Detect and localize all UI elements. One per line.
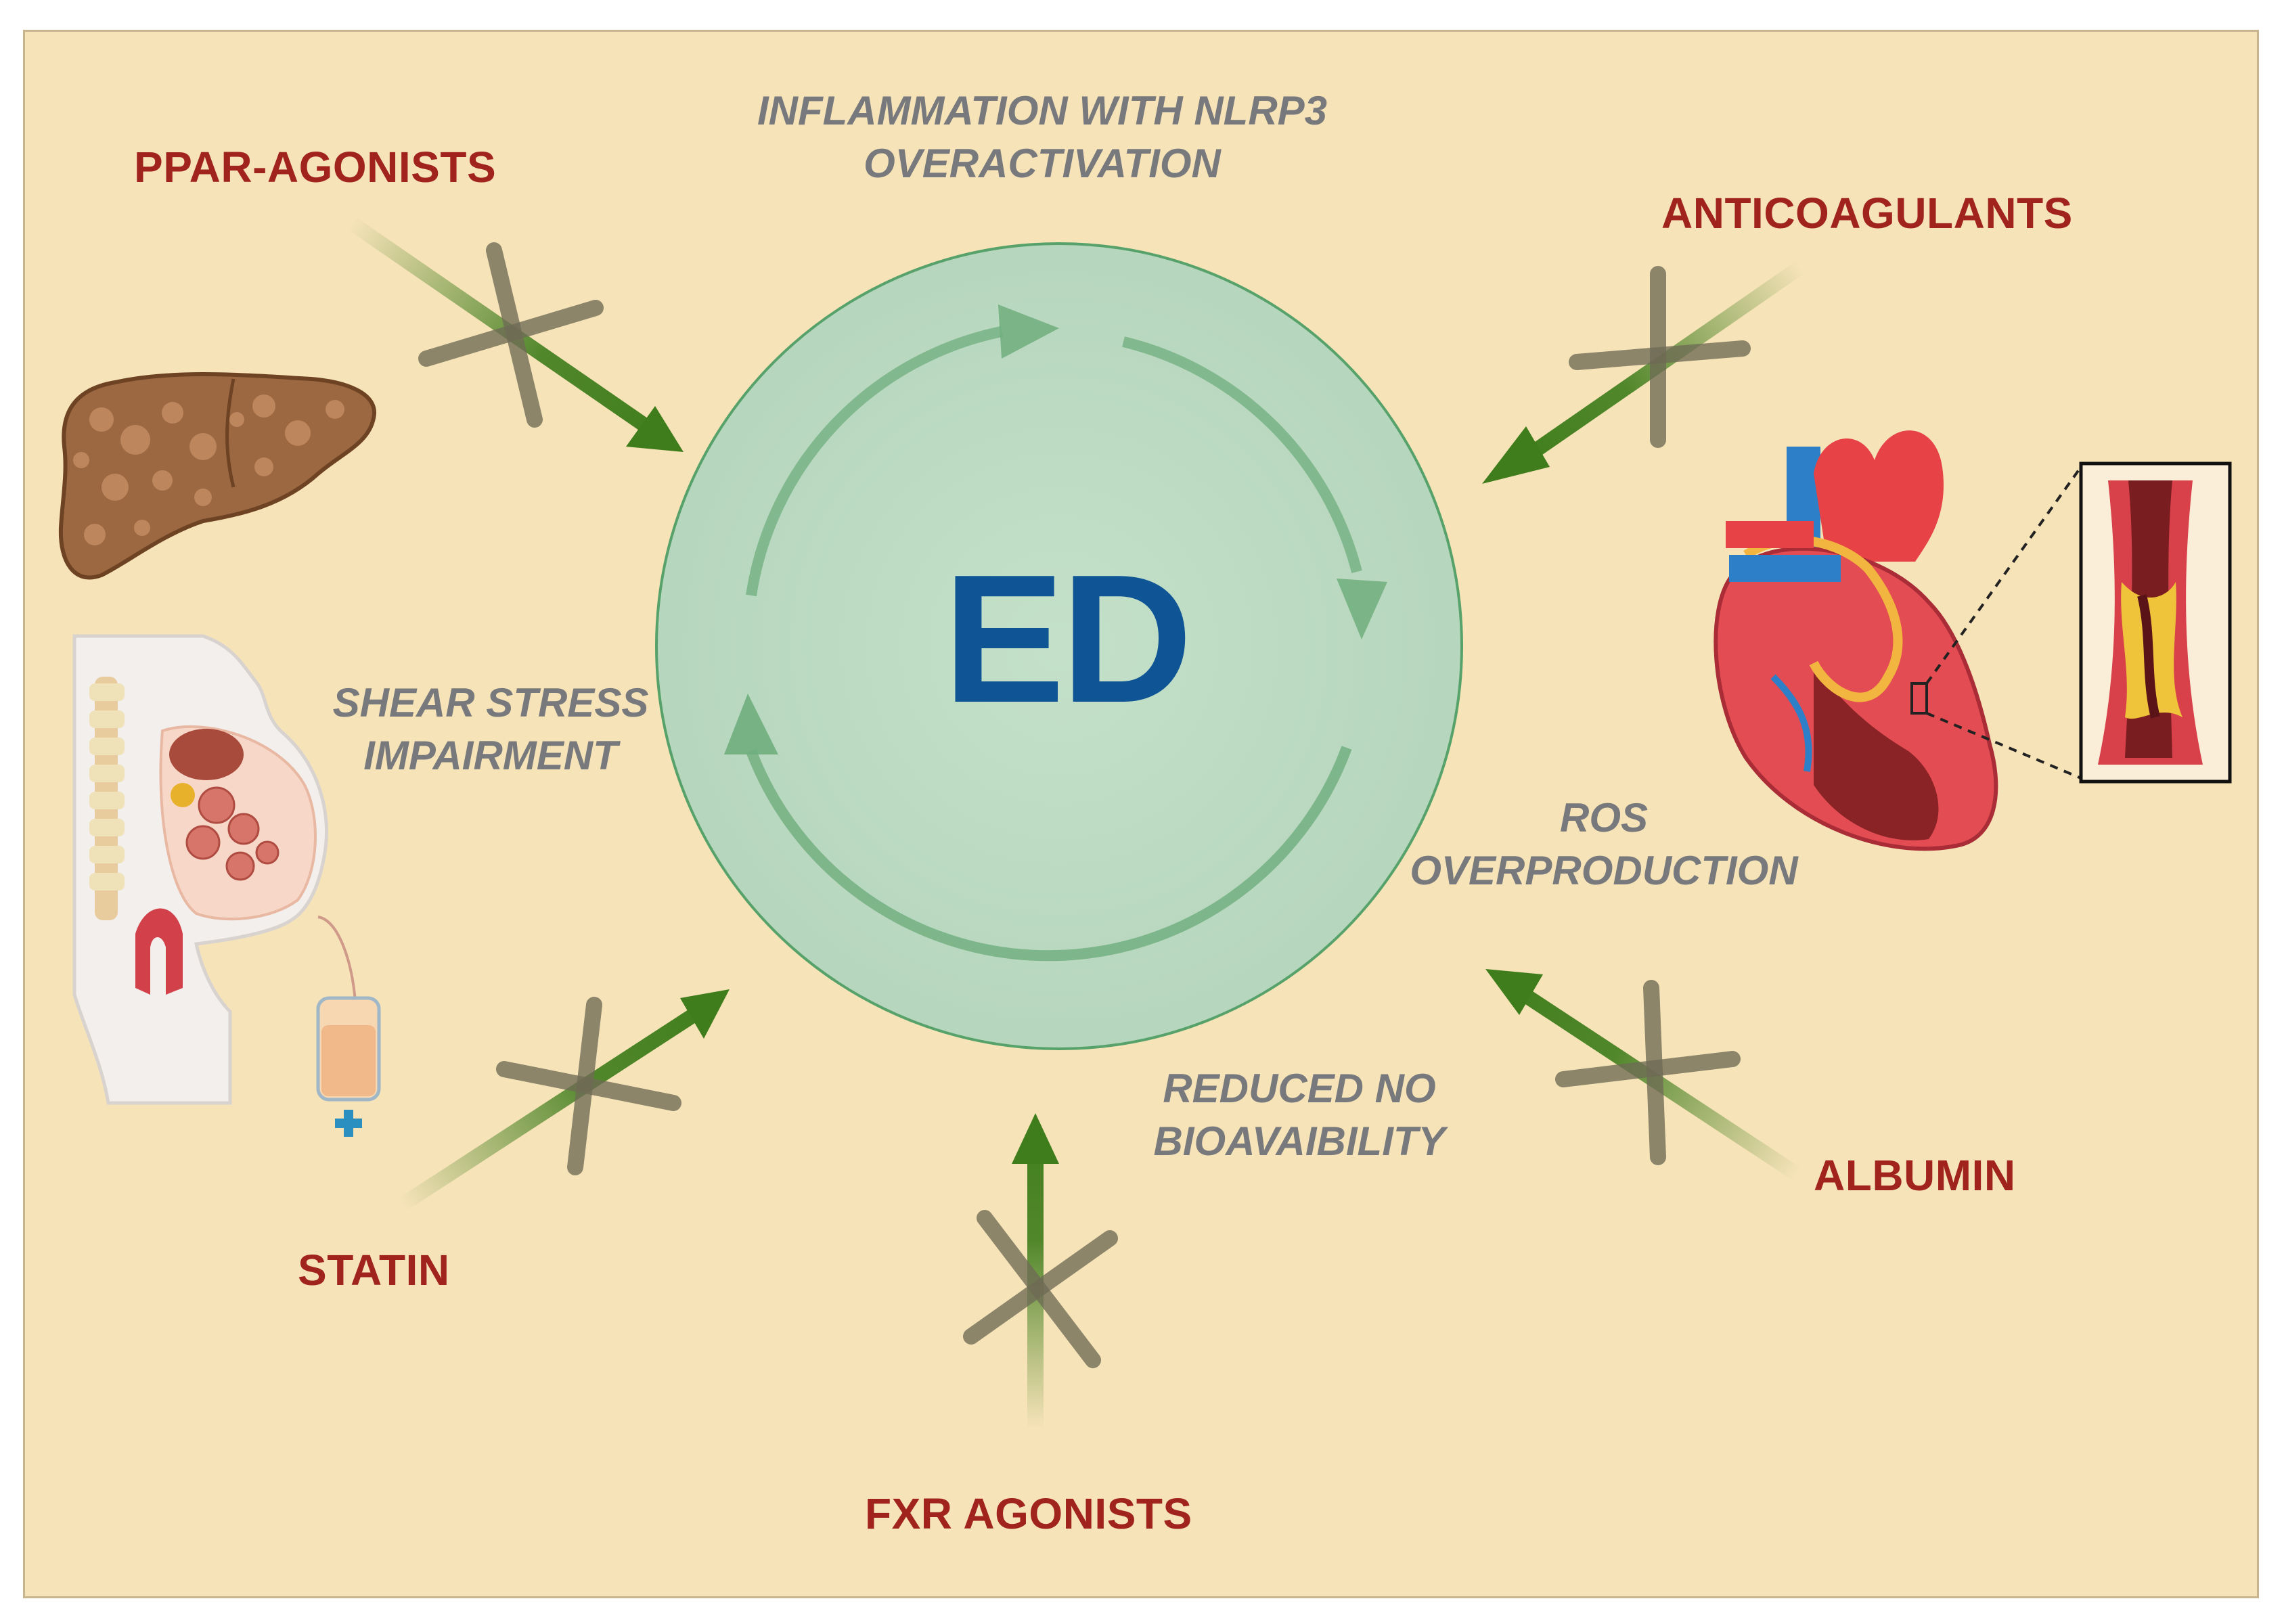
mechanism-ros-line1: ROS — [1559, 795, 1649, 840]
mechanism-shear-stress: SHEAR STRESS IMPAIRMENT — [308, 677, 673, 782]
mechanism-shear-stress-line1: SHEAR STRESS — [332, 680, 649, 725]
heart-icon — [1714, 430, 2082, 851]
therapy-ppar-agonists: PPAR-AGONISTS — [134, 143, 497, 191]
mechanism-no-line1: REDUCED NO — [1163, 1066, 1436, 1111]
mechanism-inflammation-line1: INFLAMMATION WITH NLRP3 — [757, 88, 1328, 133]
mechanism-no-line2: BIOAVAIBILITY — [1153, 1119, 1446, 1164]
therapy-anticoagulants: ANTICOAGULANTS — [1661, 189, 2073, 238]
mechanism-ros: ROS OVERPRODUCTION — [1408, 792, 1800, 897]
mechanism-inflammation: INFLAMMATION WITH NLRP3 OVERACTIVATION — [744, 85, 1340, 190]
center-label-ed: ED — [943, 537, 1192, 741]
therapy-fxr-agonists: FXR AGONISTS — [865, 1489, 1192, 1538]
mechanism-ros-line2: OVERPRODUCTION — [1410, 848, 1798, 893]
mechanism-no: REDUCED NO BIOAVAIBILITY — [1123, 1062, 1475, 1168]
cycle-arrows — [724, 304, 1387, 962]
arrow-anticoagulants — [1482, 261, 1805, 484]
inhibition-crosses — [418, 242, 1751, 1368]
mechanism-inflammation-line2: OVERACTIVATION — [864, 141, 1221, 186]
body-cirrhosis-ascites-icon — [72, 634, 381, 1137]
arrow-statin — [398, 989, 730, 1211]
liver-icon — [58, 372, 376, 580]
mechanism-shear-stress-line2: IMPAIRMENT — [363, 733, 618, 778]
therapy-statin: STATIN — [298, 1246, 450, 1294]
arrow-ppar — [347, 217, 684, 452]
artery-plaque-icon — [2079, 461, 2232, 784]
ed-circle — [655, 242, 1463, 1050]
therapy-albumin: ALBUMIN — [1814, 1151, 2016, 1200]
